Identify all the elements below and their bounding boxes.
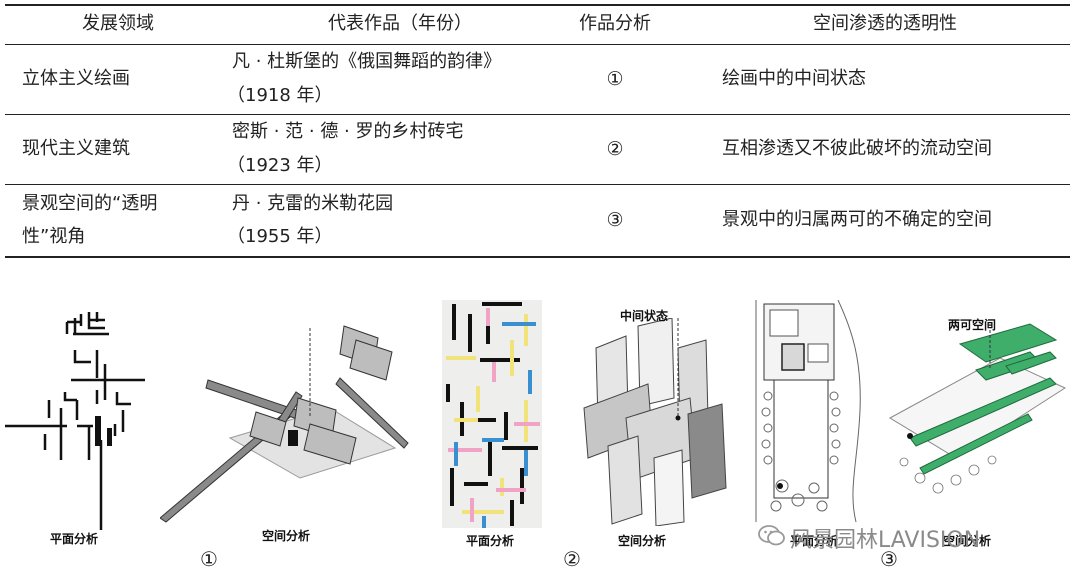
row3-transparency: 景观中的归属两可的不确定的空间 [722,209,992,230]
callout-middle-state: 中间状态 [620,309,669,323]
solid-wall [107,428,112,446]
table-top-rule [5,4,1070,6]
row1-field: 立体主义绘画 [22,68,130,89]
row2-year: （1923 年） [227,155,333,176]
rhythm-painting-axonometric [583,318,727,526]
row2-transparency: 互相渗透又不彼此破坏的流动空间 [722,138,992,159]
figure-number-1: ① [200,547,218,571]
header-work: 代表作品（年份） [328,13,472,34]
wechat-icon [758,525,785,546]
row3-year: （1955 年） [227,226,333,247]
callout-ambiguous-space: 两可空间 [948,318,997,332]
caption-plan-2: 平面分析 [466,534,515,548]
figure-number-3: ③ [880,547,898,571]
rhythm-painting-plan [442,300,542,528]
row2-work: 密斯 · 范 · 德 · 罗的乡村砖宅 [232,121,464,142]
header-field: 发展领域 [82,13,154,34]
row-divider [5,184,1070,185]
header-analysis: 作品分析 [579,13,651,34]
row1-transparency: 绘画中的中间状态 [722,68,866,89]
miller-garden-axonometric [888,323,1067,494]
miller-garden-plan [755,300,861,522]
brick-house-plan-drawing [5,312,145,530]
caption-plan-3: 平面分析 [790,534,839,548]
caption-plan-1: 平面分析 [50,532,99,546]
solid-wall [95,416,101,446]
caption-space-1: 空间分析 [262,529,311,543]
header-transparency: 空间渗透的透明性 [813,13,957,34]
caption-space-3: 空间分析 [943,534,992,548]
row-divider [5,114,1070,115]
row3-work: 丹 · 克雷的米勒花园 [232,193,394,214]
row2-analysis: ② [606,138,624,160]
figure-number-2: ② [563,547,581,571]
row1-analysis: ① [606,68,624,90]
caption-space-2: 空间分析 [618,534,667,548]
row3-field-line2: 性”视角 [22,226,86,247]
table-bottom-rule [5,256,1070,258]
row1-work: 凡 · 杜斯堡的《俄国舞蹈的韵律》 [232,51,502,72]
brick-house-axonometric [160,325,409,523]
row2-field: 现代主义建筑 [22,138,130,159]
row3-analysis: ③ [606,209,624,231]
row1-year: （1918 年） [227,85,333,106]
table-header-rule [5,44,1070,45]
row3-field-line1: 景观空间的“透明 [22,193,158,214]
watermark-text: 风景园林LAVISION [790,528,981,553]
